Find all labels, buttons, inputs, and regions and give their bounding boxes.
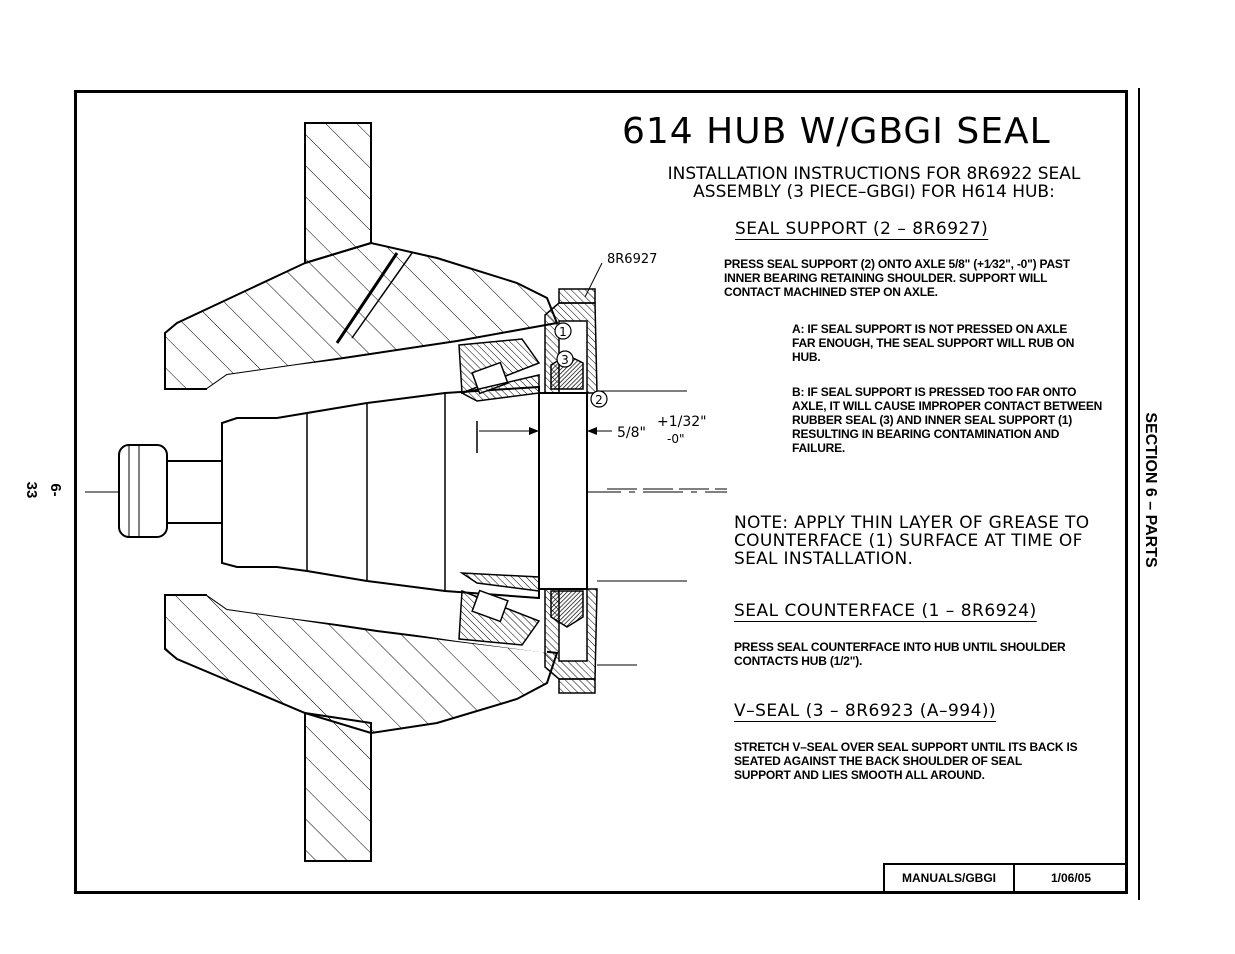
seal-counterface-text: PRESS SEAL COUNTERFACE INTO HUB UNTIL SH…: [734, 640, 1066, 668]
title-block-date: 1/06/05: [1013, 863, 1127, 891]
oil-channel-line: [351, 252, 413, 339]
seal-support: [538, 392, 588, 590]
dimension-main: 5/8": [617, 425, 646, 441]
seal-support-item-a: A: IF SEAL SUPPORT IS NOT PRESSED ON AXL…: [792, 322, 1075, 364]
v-seal-lower: [550, 590, 584, 628]
callout-3-circle: [556, 350, 574, 368]
dimension-arrow: [587, 427, 597, 435]
callout-1-circle: [554, 322, 572, 340]
hub-flange-lower: [304, 711, 372, 862]
v-seal-heading: V–SEAL (3 – 8R6923 (A–994)): [734, 701, 997, 721]
title-block-source: MANUALS/GBGI: [883, 863, 1013, 891]
section-title: SECTION 6 – PARTS: [1142, 412, 1159, 568]
side-rule: [1138, 88, 1140, 900]
callout-3: 3: [561, 353, 569, 367]
seal-cap-upper: [558, 288, 596, 304]
page-number: 6-33: [23, 481, 64, 499]
seal-cap-lower: [558, 678, 596, 694]
drawing-subtitle: INSTALLATION INSTRUCTIONS FOR 8R6922 SEA…: [667, 164, 1081, 202]
seal-support-text: PRESS SEAL SUPPORT (2) ONTO AXLE 5/8" (+…: [724, 257, 1070, 299]
seal-counterface-heading: SEAL COUNTERFACE (1 – 8R6924): [734, 601, 1037, 621]
part-leader: [584, 262, 603, 298]
part-label: 8R6927: [607, 252, 657, 267]
hub-cross-section-drawing: 1 3 2 8R6927 5/8" +1/32" -0": [85, 122, 727, 862]
dimension-minus: -0": [667, 432, 684, 446]
spindle-nut: [118, 444, 168, 538]
seal-support-heading: SEAL SUPPORT (2 – 8R6927): [735, 219, 989, 239]
inner-bearing-cone-lower: [459, 572, 540, 592]
callout-1: 1: [559, 325, 567, 339]
axle-spindle: [221, 385, 540, 600]
v-seal-text: STRETCH V–SEAL OVER SEAL SUPPORT UNTIL I…: [734, 740, 1078, 782]
drawing-frame: 1 3 2 8R6927 5/8" +1/32" -0" 614 HUB W/G…: [74, 90, 1128, 894]
roller-lower: [471, 589, 509, 623]
hub-flange-upper: [304, 122, 372, 265]
note: NOTE: APPLY THIN LAYER OF GREASE TO COUN…: [734, 513, 1090, 569]
dimension-arrow: [529, 427, 539, 435]
oil-channel-line: [335, 252, 399, 344]
dimension-plus: +1/32": [657, 414, 707, 430]
callout-2: 2: [595, 393, 603, 407]
callout-2-circle: [590, 390, 608, 408]
drawing-title: 614 HUB W/GBGI SEAL: [622, 111, 1051, 152]
seal-support-item-b: B: IF SEAL SUPPORT IS PRESSED TOO FAR ON…: [792, 385, 1103, 455]
